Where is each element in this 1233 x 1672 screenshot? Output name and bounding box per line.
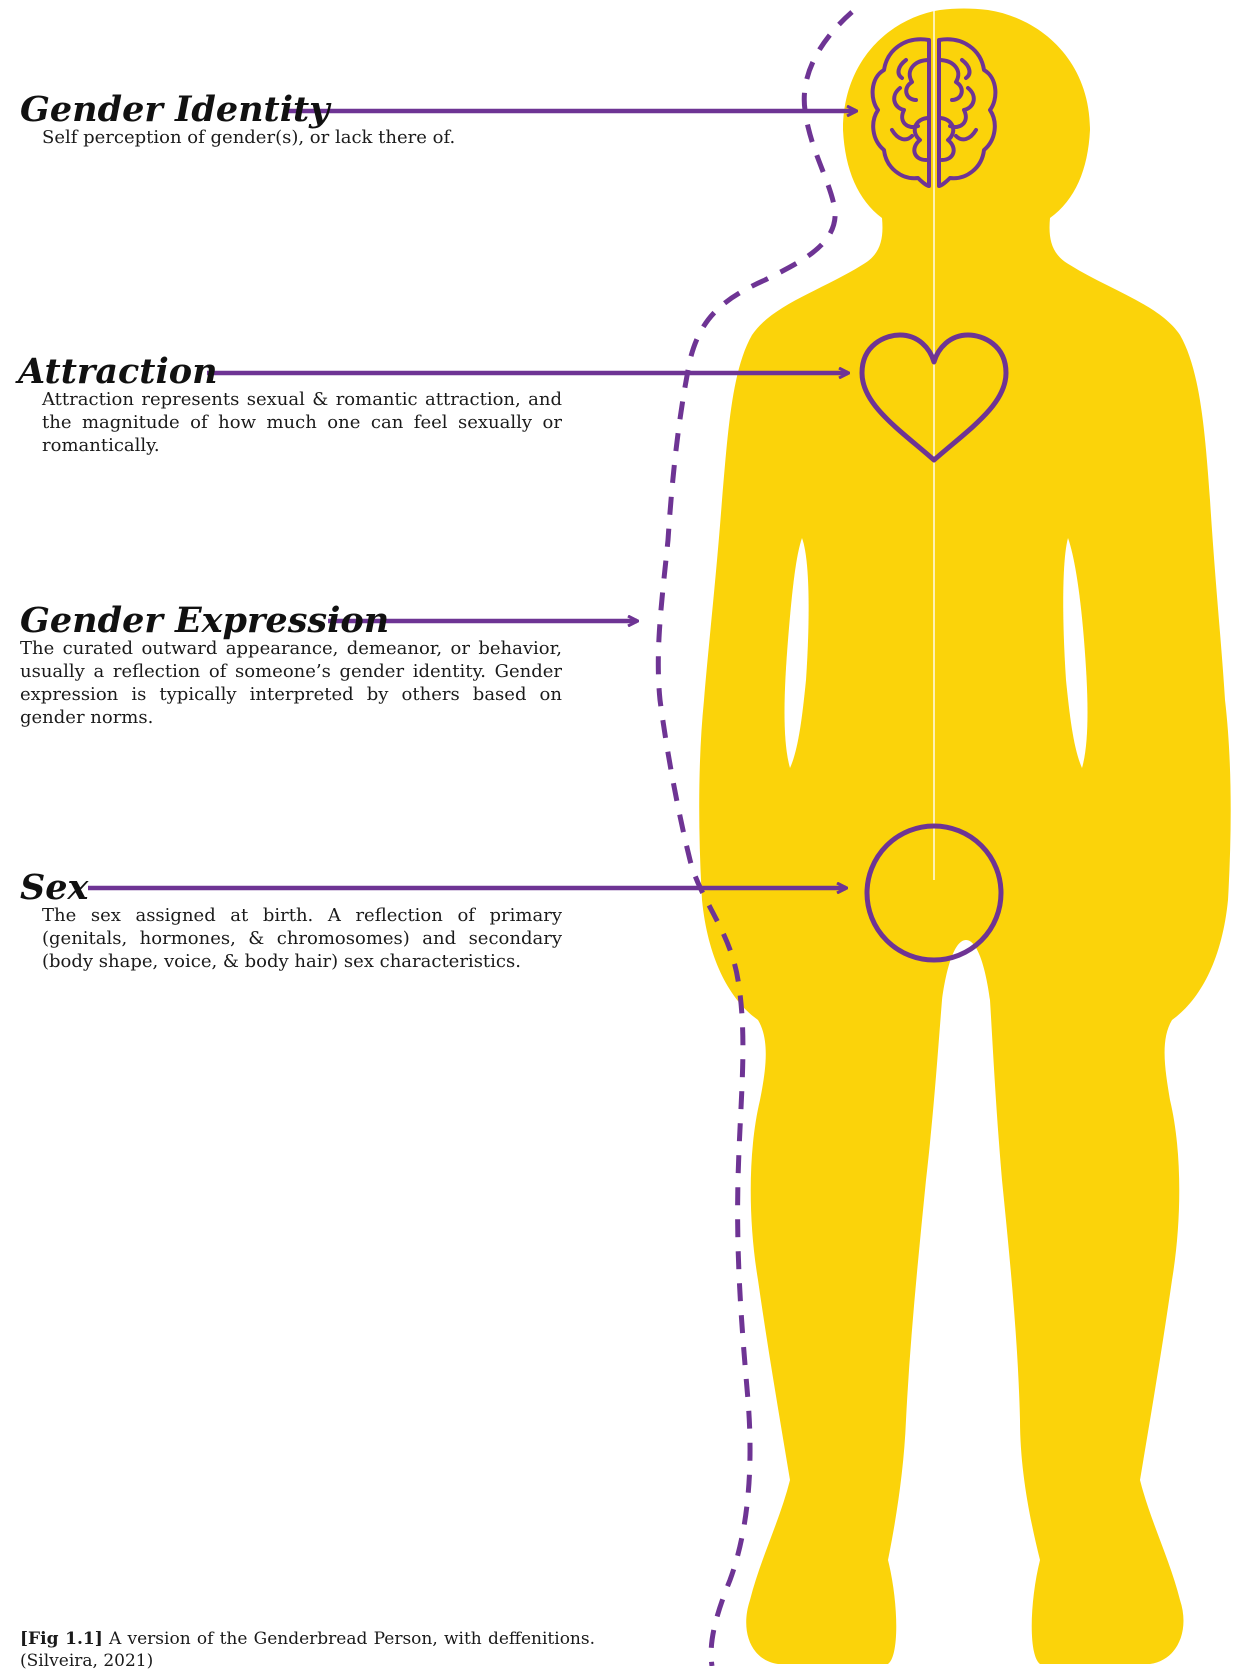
term-title-sex: Sex xyxy=(20,868,88,908)
term-title-attraction: Attraction xyxy=(18,352,218,392)
term-desc-gender-identity: Self perception of gender(s), or lack th… xyxy=(42,126,455,149)
term-desc-attraction: Attraction represents sexual & romantic … xyxy=(42,388,562,457)
term-desc-sex: The sex assigned at birth. A reflection … xyxy=(42,904,562,973)
figure-caption-tag: [Fig 1.1] xyxy=(20,1629,103,1649)
figure-caption-text: A version of the Genderbread Person, wit… xyxy=(20,1629,595,1671)
term-title-gender-expression: Gender Expression xyxy=(20,601,389,641)
term-title-gender-identity: Gender Identity xyxy=(20,90,330,130)
figure-caption: [Fig 1.1] A version of the Genderbread P… xyxy=(20,1628,595,1672)
term-desc-gender-expression: The curated outward appearance, demeanor… xyxy=(20,637,562,729)
